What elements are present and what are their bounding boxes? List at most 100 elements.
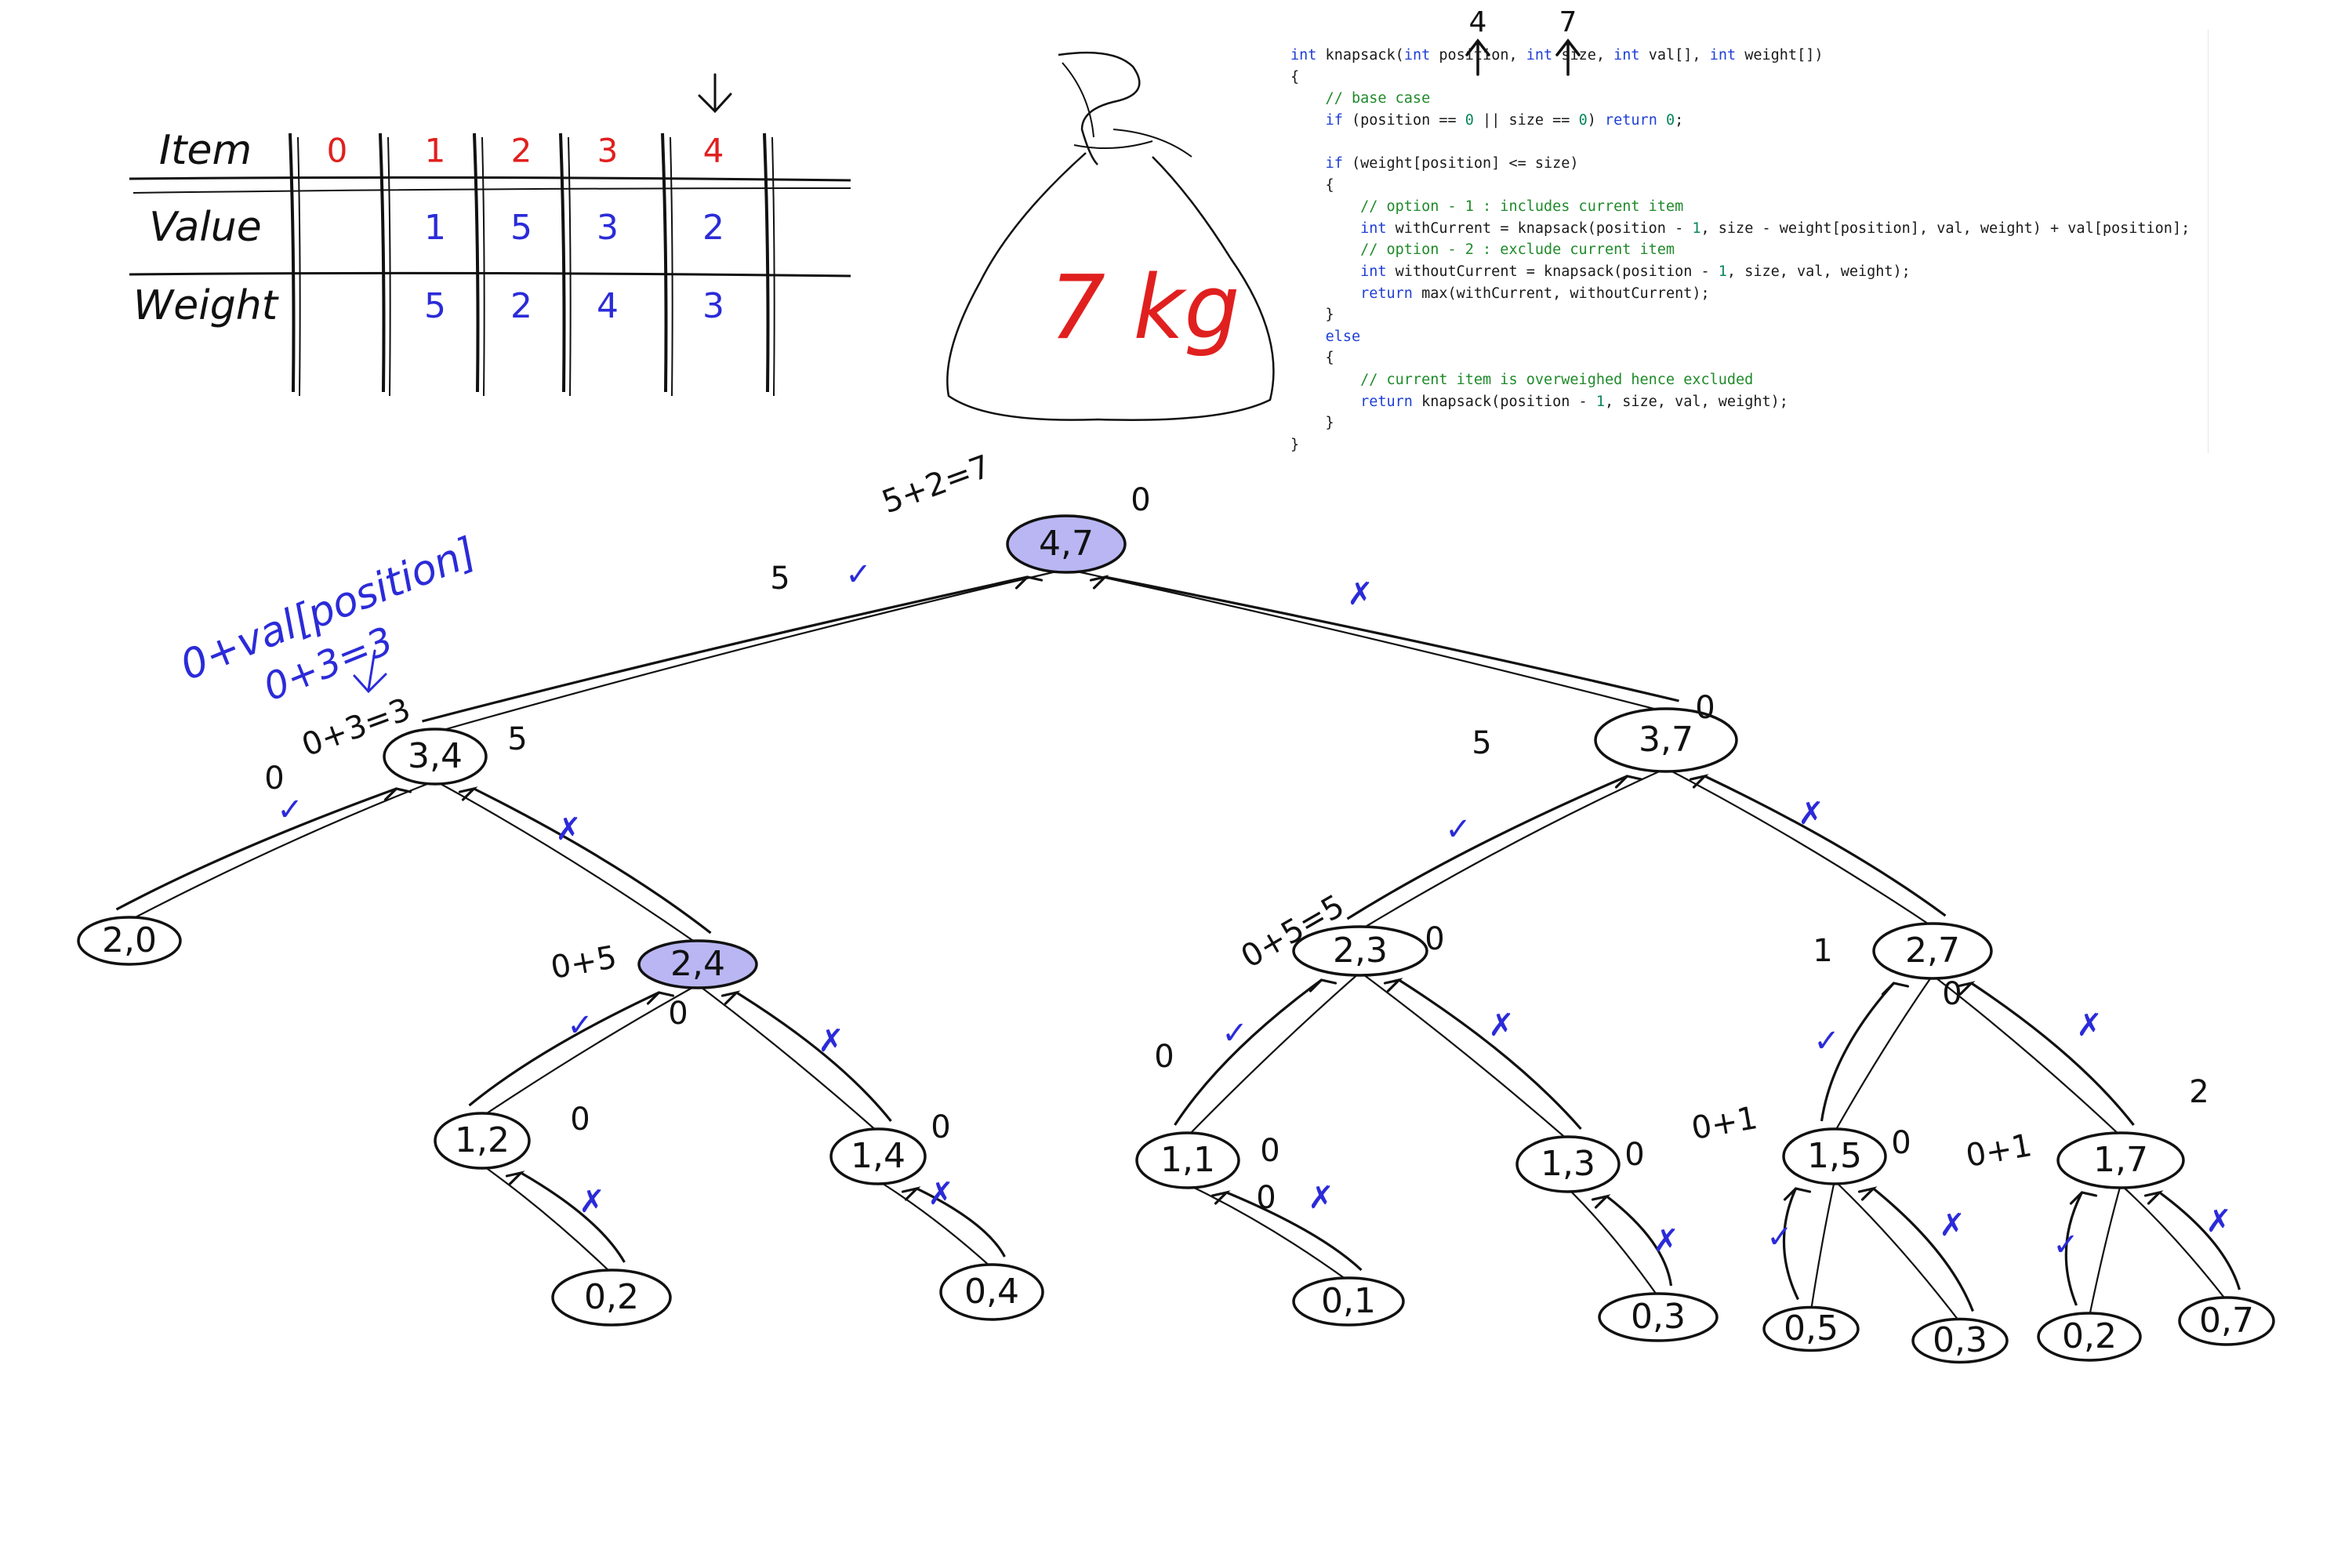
edge-value-label: 0 [1131, 482, 1150, 518]
node-ellipse [1292, 925, 1428, 977]
node-ellipse [1762, 1305, 1860, 1352]
up-arrow-icon [1465, 38, 1490, 76]
tree-edge [434, 568, 1067, 734]
node-label: 1,4 [851, 1136, 906, 1176]
node-ellipse [829, 1127, 927, 1185]
node-label: 2,0 [102, 920, 157, 960]
tree-edge [697, 984, 879, 1133]
bag-body [946, 152, 1275, 421]
arrow-head-icon [1955, 981, 1976, 996]
arrow-head-icon [1308, 978, 1338, 993]
arrow-head-icon [1857, 1186, 1878, 1201]
return-arrow [1872, 1187, 1974, 1312]
node-ellipse [434, 1112, 531, 1170]
arrow-head-icon [1689, 774, 1709, 789]
edge-value-label: 5 [507, 721, 527, 757]
return-arrow [2158, 1191, 2241, 1290]
arrow-head-icon [458, 786, 478, 801]
node-ellipse [383, 728, 488, 786]
return-arrow [1346, 775, 1628, 920]
table-row-label: Weight [133, 282, 279, 329]
param-annotation: 4 [1469, 6, 1487, 38]
return-arrow [1174, 978, 1323, 1126]
node-ellipse [1594, 707, 1738, 773]
node-label: 0,5 [1784, 1308, 1838, 1348]
arrow-head-icon [2069, 1191, 2098, 1205]
cross-icon: ✗ [2205, 1203, 2232, 1240]
table-column-divider [379, 132, 386, 393]
knapsack-bag: 7 kg [946, 51, 1275, 421]
code-line: // option - 2 : exclude current item [1290, 241, 1675, 259]
blue-annotation: 0+val[position]0+3=3 [174, 528, 483, 710]
table-item-index: 3 [597, 132, 619, 170]
arrow-head-icon [2143, 1190, 2164, 1205]
edge-value-label: 0+1 [1689, 1100, 1760, 1147]
edge-value-label: 0 [1624, 1137, 1644, 1173]
node-ellipse [2037, 1312, 2142, 1362]
bag-knot [1062, 62, 1192, 158]
node-ellipse [1135, 1131, 1240, 1189]
node-label: 0,2 [2062, 1316, 2117, 1356]
code-snippet: int knapsack(int position, int size, int… [1290, 30, 2209, 453]
tree-edge [1665, 768, 1933, 927]
check-icon: ✓ [567, 1007, 593, 1044]
node-ellipse [1292, 1276, 1405, 1327]
cross-icon: ✗ [1488, 1007, 1515, 1044]
tree-edge [434, 780, 699, 945]
node-label: 3,7 [1639, 720, 1693, 760]
table-column-divider [568, 136, 572, 397]
cross-icon: ✗ [927, 1176, 954, 1212]
code-line: { [1290, 176, 1334, 194]
return-arrow [115, 787, 397, 911]
tree-node: 1,5 [1782, 1127, 1887, 1185]
tree-node: 3,7 [1594, 707, 1738, 773]
table-weight-cell: 2 [510, 286, 532, 326]
arrow-head-icon [646, 991, 675, 1005]
edge-value-label: 2 [2189, 1074, 2209, 1110]
cross-icon: ✗ [555, 811, 582, 848]
code-line: int knapsack(int position, int size, int… [1290, 47, 1824, 64]
table-weight-cell: 3 [702, 286, 724, 326]
code-line: // option - 1 : includes current item [1290, 198, 1684, 216]
edge-value-label: 5+2=7 [877, 448, 995, 521]
arrow-head-icon [1783, 1187, 1812, 1201]
return-arrow [1606, 1195, 1673, 1287]
return-arrow [1225, 1191, 1363, 1272]
table-value-cell: 2 [702, 208, 724, 248]
return-arrow [473, 787, 712, 935]
code-line: return knapsack(position - 1, size, val,… [1360, 393, 1788, 410]
bag-tie [1058, 51, 1141, 165]
table-column-divider [481, 136, 485, 397]
code-line: return max(withCurrent, withoutCurrent); [1360, 285, 1710, 302]
table-row-label: Value [149, 204, 262, 251]
check-icon: ✓ [277, 792, 303, 828]
tree-node: 0,3 [1911, 1317, 2009, 1364]
return-arrow [468, 991, 660, 1107]
edge-value-label: 0+1 [1963, 1127, 2034, 1174]
return-arrow [1704, 775, 1947, 917]
node-label: 1,3 [1541, 1144, 1595, 1184]
code-line: if (position == 0 || size == 0) return 0… [1325, 111, 1684, 129]
tree-node: 1,7 [2056, 1131, 2185, 1189]
tree-node: 0,5 [1762, 1305, 1860, 1352]
return-arrow [916, 1187, 1006, 1258]
arrow-head-icon [1210, 1190, 1231, 1205]
edge-value-label: 0 [668, 996, 688, 1032]
arrow-head-icon [1614, 775, 1643, 789]
table-row-label: Item [159, 127, 252, 174]
tree-node: 2,7 [1872, 922, 1993, 980]
cross-icon: ✗ [1939, 1207, 1965, 1243]
code-line: int withoutCurrent = knapsack(position -… [1360, 263, 1911, 280]
table-item-index: 1 [425, 132, 446, 170]
return-arrow [1820, 982, 1895, 1122]
check-icon: ✓ [1766, 1219, 1793, 1255]
edge-value-label: 0 [1154, 1039, 1174, 1075]
edge-value-label: 5 [770, 561, 789, 597]
node-label: 2,7 [1905, 931, 1960, 971]
arrow-head-icon [1591, 1194, 1611, 1209]
table-column-divider [763, 132, 770, 393]
code-line: } [1290, 436, 1300, 453]
table-value-cell: 1 [424, 208, 446, 248]
